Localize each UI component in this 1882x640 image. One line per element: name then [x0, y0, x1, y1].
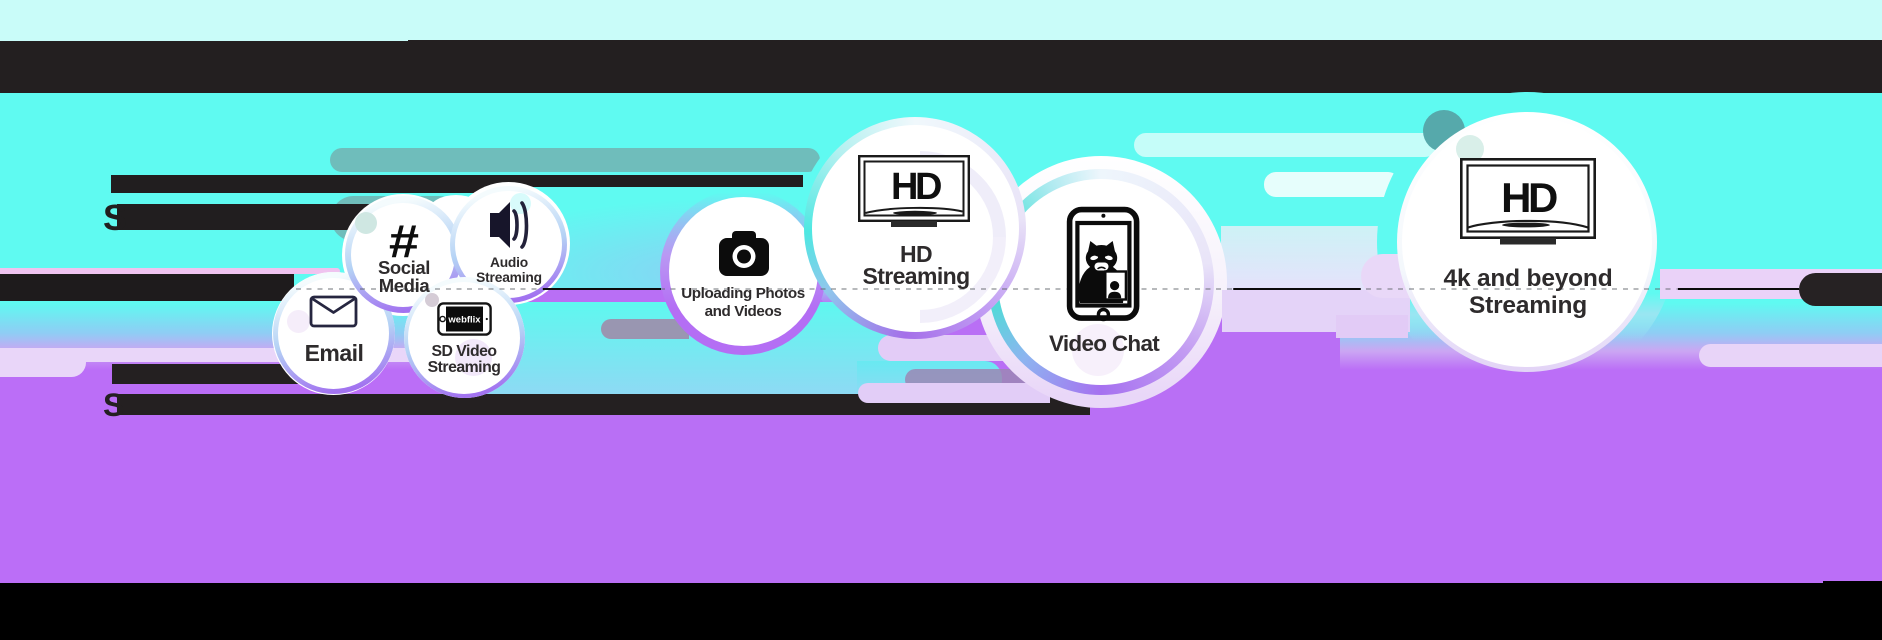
svg-text:HD: HD — [891, 166, 941, 208]
svg-text:HD: HD — [1501, 174, 1557, 221]
svg-text:webflix: webflix — [447, 315, 481, 326]
